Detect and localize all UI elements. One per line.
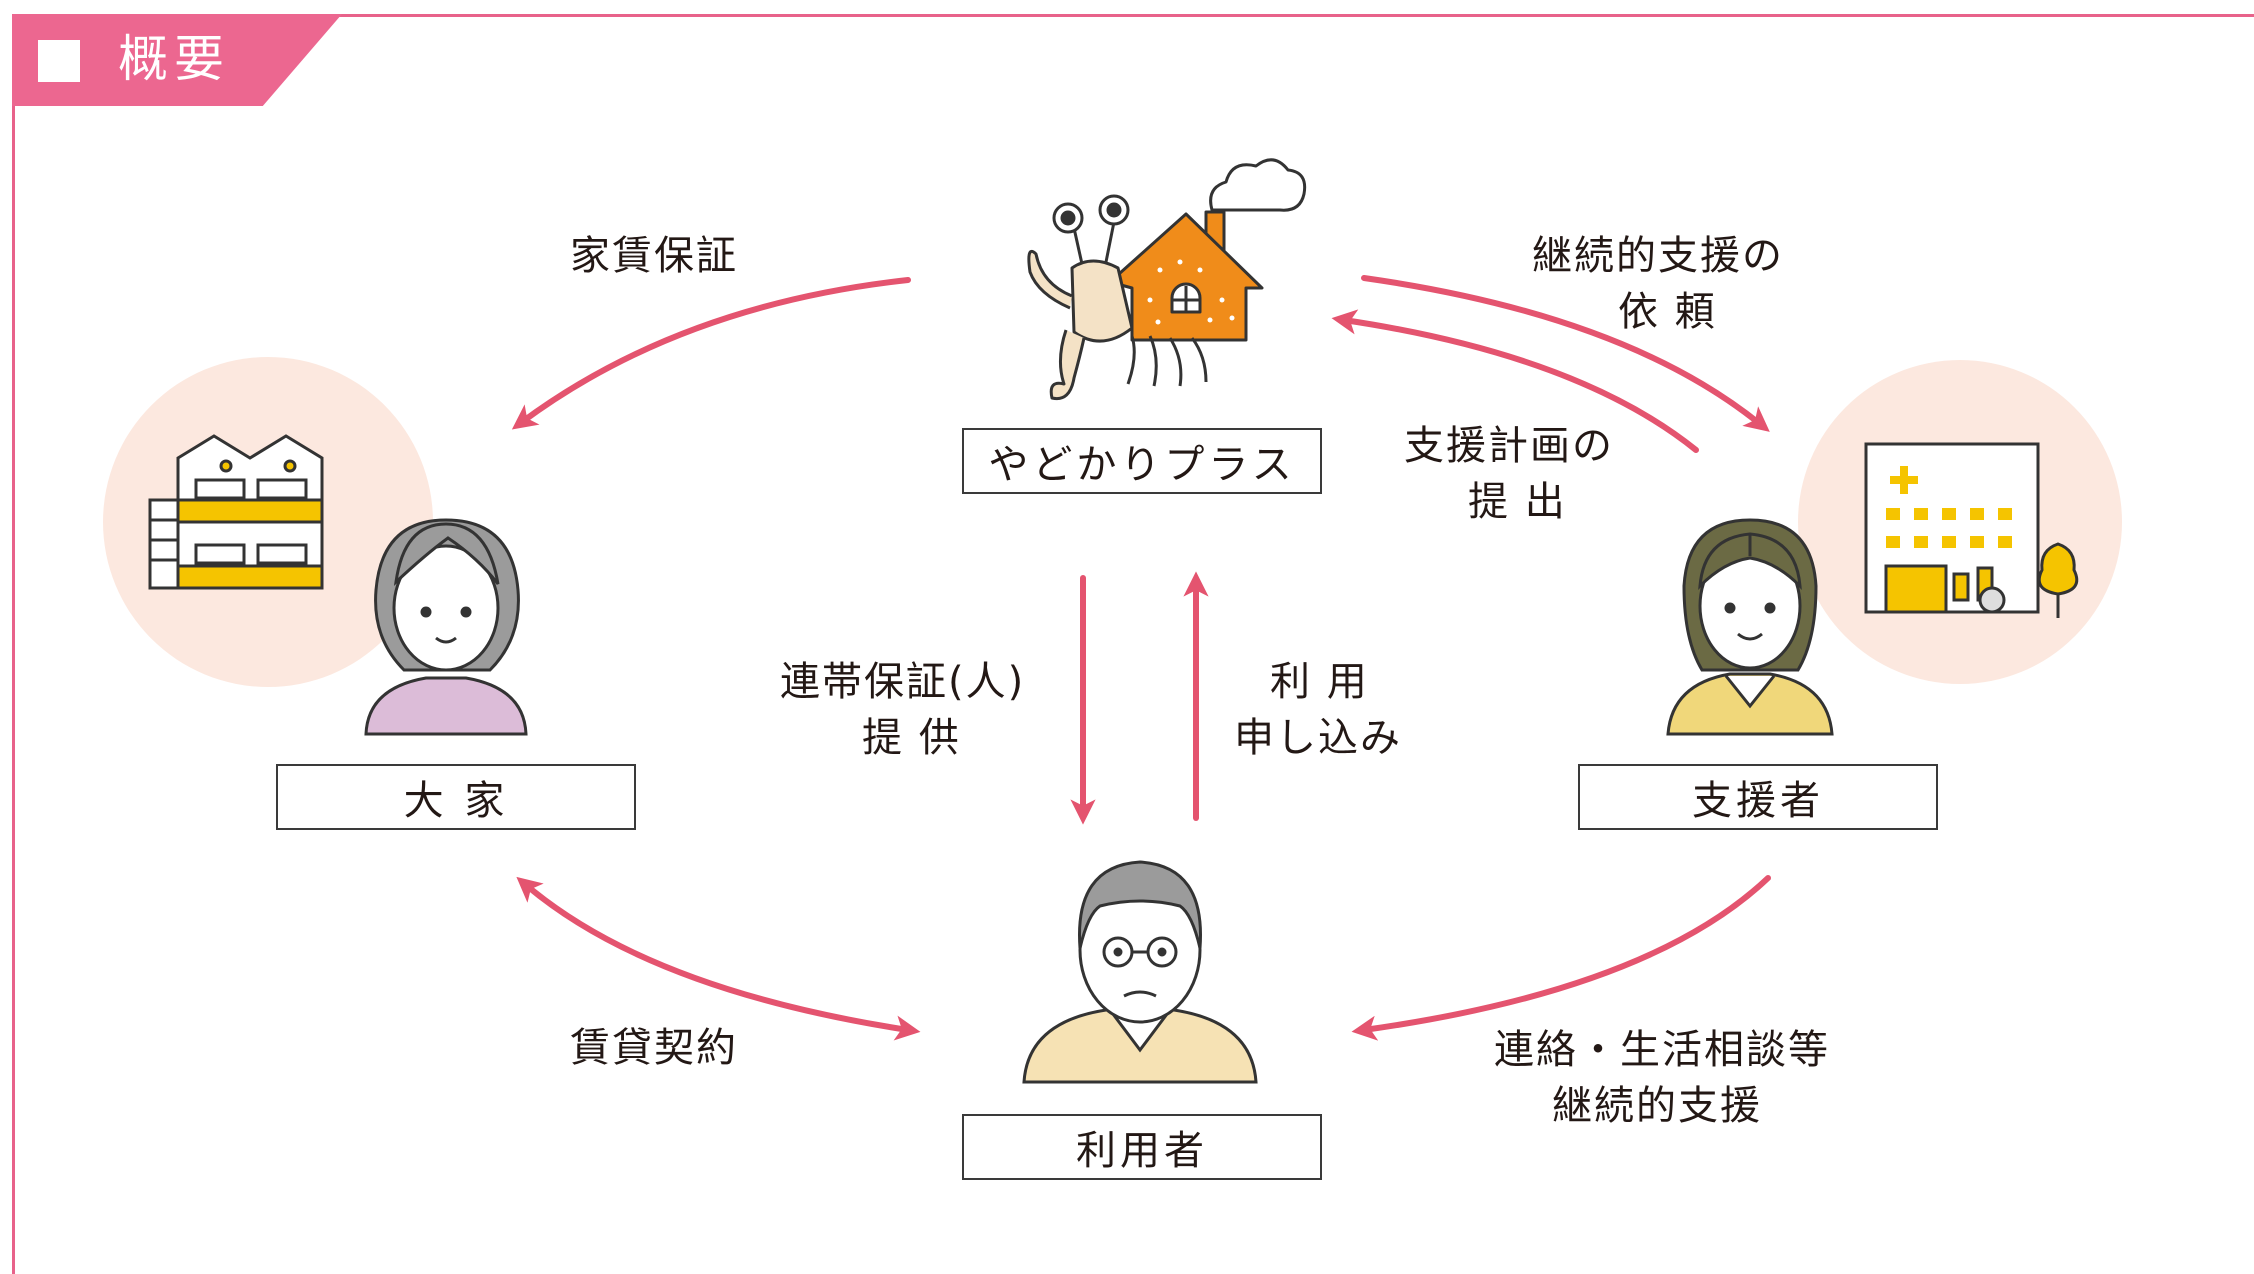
edge-label-application-2: 申し込み (1234, 715, 1402, 761)
arrow-support-plan (1331, 309, 1699, 453)
node-label-landlord: 大 家 (276, 764, 636, 830)
arrow-rent-guarantee (511, 277, 911, 430)
node-label-user: 利用者 (962, 1114, 1322, 1180)
edge-label-contact-2: 継続的支援 (1552, 1083, 1762, 1129)
edge-label-support-request-2: 依 頼 (1618, 289, 1717, 335)
apartment-building-icon (148, 434, 324, 590)
hospital-building-icon (1864, 442, 2079, 618)
node-label-supporter: 支援者 (1578, 764, 1938, 830)
section-title: 概要 (118, 30, 230, 88)
header-square-icon (38, 40, 80, 82)
arrow-support-request (1361, 275, 1770, 432)
edge-label-joint-guarantee-1: 連帯保証(人) (780, 659, 1026, 705)
arrow-contact (1351, 875, 1771, 1041)
arrow-lease-contract (516, 876, 921, 1041)
edge-label-support-request-1: 継続的支援の (1532, 233, 1784, 279)
edge-label-lease-contract: 賃貸契約 (570, 1025, 738, 1071)
landlord-woman-icon (364, 518, 528, 736)
supporter-woman-icon (1666, 518, 1834, 736)
content-frame (12, 14, 2254, 1274)
elderly-man-icon (1022, 860, 1258, 1084)
edge-label-joint-guarantee-2: 提 供 (862, 715, 961, 761)
hermit-crab-house-icon (1027, 158, 1307, 401)
edge-label-support-plan-1: 支援計画の (1404, 423, 1614, 469)
edge-label-support-plan-2: 提 出 (1468, 479, 1567, 525)
edge-label-contact-1: 連絡・生活相談等 (1494, 1027, 1830, 1073)
edge-label-rent-guarantee: 家賃保証 (570, 233, 738, 279)
node-label-yadokari: やどかりプラス (962, 428, 1322, 494)
edge-label-application-1: 利 用 (1270, 659, 1369, 705)
